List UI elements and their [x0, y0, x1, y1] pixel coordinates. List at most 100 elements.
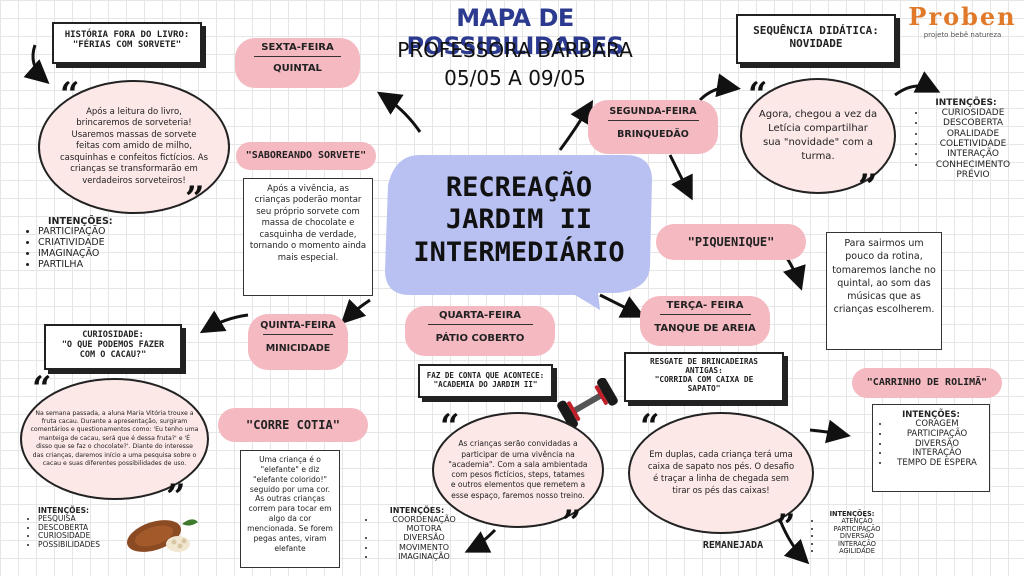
intents-list: CORAGEM PARTICIPAÇÃO DIVERSÃO INTERAÇÃO …: [878, 419, 984, 469]
intents-list: PESQUISA DESCOBERTA CURIOSIDADE POSSIBIL…: [20, 514, 150, 550]
arrow-icon: [599, 293, 646, 318]
tuesday-status: REMANEJADA: [702, 540, 764, 551]
old-games-line-1: RESGATE DE BRINCADEIRAS: [650, 357, 758, 366]
corre-cotia-note: Uma criança é o "elefante" e diz "elefan…: [240, 450, 340, 568]
curiosity-line-2: "O QUE PODEMOS FAZER: [61, 340, 165, 350]
tuesday-bubble: Em duplas, cada criança terá uma caixa d…: [628, 412, 814, 534]
day-pill-tuesday: TERÇA- FEIRA TANQUE DE AREIA: [640, 296, 770, 346]
wednesday-intents: INTENÇÕES: COORDENAÇÃO MOTORA DIVERSÃO M…: [362, 506, 472, 561]
thursday-intents: INTENÇÕES: PESQUISA DESCOBERTA CURIOSIDA…: [20, 506, 150, 550]
intent-item: POSSIBILIDADES: [38, 540, 150, 550]
pretend-box: FAZ DE CONTA QUE ACONTECE: "ACADEMIA DO …: [418, 364, 553, 398]
monday-bubble-text: Agora, chegou a vez da Letícia compartil…: [758, 109, 878, 162]
intent-item: IMAGINAÇÃO: [376, 552, 472, 561]
arrow-icon: [464, 528, 497, 553]
intents-title: INTENÇÕES:: [38, 506, 89, 515]
intent-item: DIVERSÃO: [376, 533, 472, 542]
old-games-line-2: ANTIGAS:: [685, 366, 723, 375]
day-label: QUINTA-FEIRA: [260, 320, 336, 331]
intent-item: AGILIDADE: [822, 548, 892, 556]
tuesday-intents: INTENÇÕES: ATENÇÃO PARTICIPAÇÃO DIVERSÃO…: [812, 510, 892, 556]
quote-open-icon: “: [748, 75, 768, 115]
pretend-line-1: FAZ DE CONTA QUE ACONTECE:: [426, 371, 545, 380]
logo-text: Proben: [908, 2, 1017, 31]
book-story-line-1: HISTÓRIA FORA DO LIVRO:: [64, 30, 190, 40]
quote-open-icon: “: [640, 407, 660, 447]
arrow-icon: [199, 310, 249, 334]
intent-item: DIVERSÃO: [822, 533, 892, 541]
quote-close-icon: ”: [562, 503, 582, 543]
curiosity-box: CURIOSIDADE: "O QUE PODEMOS FAZER COM O …: [44, 324, 182, 370]
book-story-box: HISTÓRIA FORA DO LIVRO: "FÉRIAS COM SORV…: [52, 22, 202, 64]
intents-title: INTENÇÕES:: [829, 510, 875, 518]
old-games-line-3: "CORRIDA COM CAIXA DE: [654, 375, 754, 384]
intent-item: PARTILHA: [38, 259, 170, 271]
day-pill-monday: SEGUNDA-FEIRA BRINQUEDÃO: [588, 100, 718, 154]
dumbbell-icon: [557, 378, 618, 429]
intent-item: INTERAÇÃO: [890, 449, 984, 459]
monday-bubble: Agora, chegou a vez da Letícia compartil…: [740, 78, 896, 194]
intent-item: IMAGINAÇÃO: [38, 248, 170, 260]
arrow-icon: [668, 154, 693, 201]
intent-item: COLETIVIDADE: [926, 139, 1020, 149]
quote-open-icon: “: [60, 75, 80, 115]
activity-pill-piquenique: "PIQUENIQUE": [656, 224, 806, 260]
day-pill-wednesday: QUARTA-FEIRA PÁTIO COBERTO: [405, 306, 555, 356]
intent-item: CORAGEM: [890, 419, 984, 430]
pretend-line-2: "ACADEMIA DO JARDIM II": [433, 380, 538, 389]
intent-item: INTERAÇÃO: [926, 149, 1020, 159]
cacao-fruit-icon: [127, 519, 198, 552]
center-line-2: JARDIM II: [445, 204, 593, 236]
quote-close-icon: ”: [776, 507, 796, 547]
intent-item: DIVERSÃO: [890, 439, 984, 450]
book-story-line-2: "FÉRIAS COM SORVETE": [72, 40, 182, 50]
intent-item: ATENÇÃO: [822, 517, 892, 526]
curiosity-line-3: COM O CACAU?": [79, 350, 147, 360]
center-title: RECREAÇÃO JARDIM II INTERMEDIÁRIO: [390, 172, 648, 269]
intent-item: CONHECIMENTO PRÉVIO: [926, 160, 1020, 181]
thursday-bubble: Na semana passada, a aluna Maria Vitória…: [20, 378, 209, 500]
intents-title: INTENÇÕES:: [902, 410, 960, 420]
monday-intents: INTENÇÕES: CURIOSIDADE DESCOBERTA ORALID…: [912, 98, 1020, 180]
quote-close-icon: ”: [166, 477, 186, 517]
intents-list: ATENÇÃO PARTICIPAÇÃO DIVERSÃO INTERAÇÃO …: [812, 517, 892, 556]
intents-list: PARTICIPAÇÃO CRIATIVIDADE IMAGINAÇÃO PAR…: [20, 226, 170, 271]
arrow-icon: [23, 44, 50, 84]
day-label: SEGUNDA-FEIRA: [609, 106, 697, 117]
intent-item: CURIOSIDADE: [926, 108, 1020, 118]
date-range: 05/05 A 09/05: [444, 66, 586, 90]
place-label: TANQUE DE AREIA: [654, 323, 756, 334]
intents-list: CURIOSIDADE DESCOBERTA ORALIDADE COLETIV…: [912, 108, 1020, 180]
intent-item: PARTICIPAÇÃO: [822, 525, 892, 534]
piquenique-note: Para sairmos um pouco da rotina, tomarem…: [826, 232, 942, 350]
activity-pill-corre-cotia: "CORRE COTIA": [218, 408, 368, 442]
place-label: PÁTIO COBERTO: [435, 333, 525, 344]
logo: Proben projeto bebê natureza: [905, 2, 1020, 39]
quote-open-icon: “: [440, 407, 460, 447]
place-label: BRINQUEDÃO: [617, 129, 689, 140]
curiosity-line-1: CURIOSIDADE:: [82, 330, 144, 340]
place-label: QUINTAL: [273, 63, 322, 74]
intent-item: INTERAÇÃO: [822, 540, 892, 549]
teacher-name: PROFESSORA BÁRBARA: [397, 38, 633, 62]
intent-item: PESQUISA: [38, 514, 150, 524]
arrow-icon: [894, 71, 941, 97]
intents-title: INTENÇÕES:: [935, 98, 997, 108]
intent-item: CURIOSIDADE: [38, 532, 150, 541]
day-pill-friday: SEXTA-FEIRA QUINTAL: [235, 38, 360, 88]
intent-item: PARTICIPAÇÃO: [38, 226, 170, 238]
friday-bubble: Após a leitura do livro, brincaremos de …: [38, 80, 230, 214]
activity-pill-saboreando: "SABOREANDO SORVETE": [236, 142, 376, 170]
intent-item: PARTICIPAÇÃO: [890, 429, 984, 440]
intents-list: COORDENAÇÃO MOTORA DIVERSÃO MOVIMENTO IM…: [362, 515, 472, 561]
place-label: MINICIDADE: [265, 343, 331, 354]
tuesday-bubble-text: Em duplas, cada criança terá uma caixa d…: [647, 449, 795, 495]
carrinho-intents-box: INTENÇÕES: CORAGEM PARTICIPAÇÃO DIVERSÃO…: [872, 404, 990, 492]
didactic-sequence-box: SEQUÊNCIA DIDÁTICA: NOVIDADE: [736, 14, 896, 64]
intent-item: ORALIDADE: [926, 129, 1020, 139]
friday-intents: INTENÇÕES: PARTICIPAÇÃO CRIATIVIDADE IMA…: [20, 216, 170, 271]
quote-close-icon: ”: [858, 167, 878, 207]
arrow-icon: [698, 73, 741, 102]
didactic-line-2: NOVIDADE: [789, 37, 843, 50]
page-title: MAPA DE POSSIBILIDADES: [406, 4, 624, 60]
